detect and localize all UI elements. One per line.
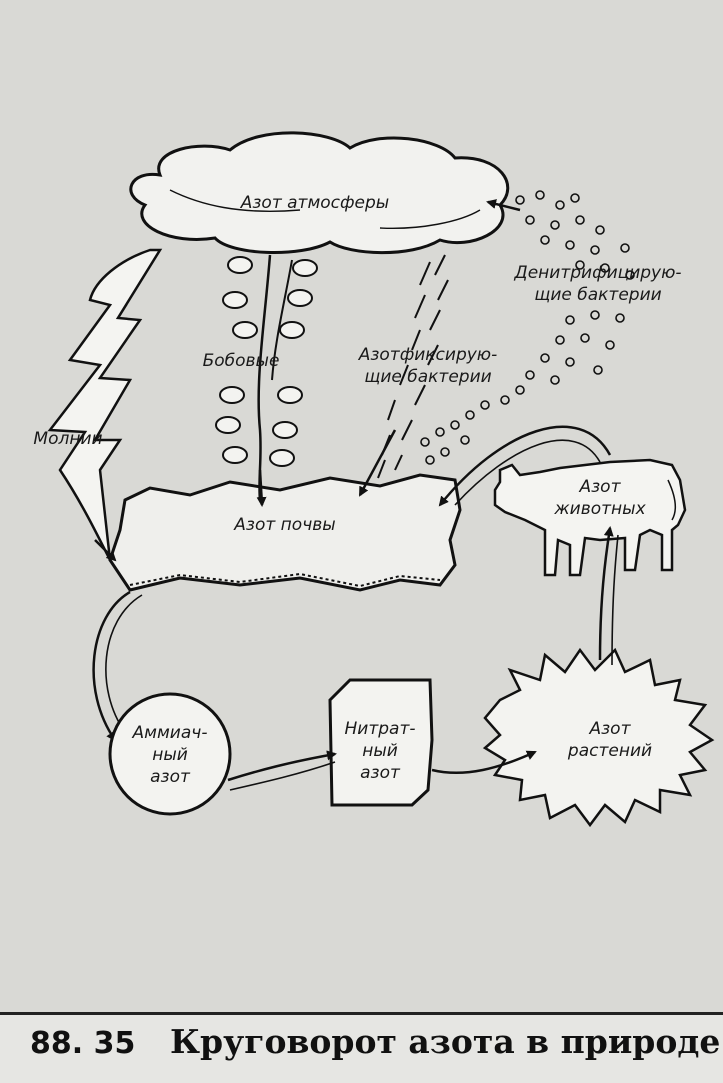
plants-label: Азот растений: [567, 719, 653, 761]
caption-bar: [0, 1012, 723, 1083]
legume-plant: [215, 254, 318, 501]
atmosphere-label: Азот атмосферы: [240, 193, 390, 213]
cow-detail: [667, 479, 676, 521]
lightning-label: Молнии: [33, 429, 103, 449]
animals-to-soil-arrow: [438, 425, 612, 507]
animals-label: Азот животных: [554, 477, 646, 519]
cloud-shading: [169, 189, 301, 212]
ammonia-label: Аммиач- ный азот: [132, 723, 208, 787]
fixing-bacteria-label: Азотфиксирую- щие бактерии: [358, 345, 498, 387]
nitrate-node: [328, 678, 434, 807]
denitrifying-arrow: [486, 199, 521, 212]
nitrate-to-plants-arrow: [431, 750, 537, 775]
ammonia-node: [108, 692, 232, 816]
lightning-bolt: [47, 248, 163, 561]
lightning-arrow: [94, 539, 117, 562]
soil-block: [108, 473, 462, 592]
soil-to-ammonia-arrow-outline: [105, 594, 143, 733]
ammonia-to-nitrate-arrow: [227, 750, 337, 782]
cloud-shading-2: [379, 209, 481, 230]
denitrifying-bacteria-cluster: [420, 190, 635, 465]
ammonia-to-nitrate-arrow-outline: [229, 761, 336, 791]
soil-label: Азот почвы: [234, 515, 336, 535]
plants-to-animals-arrow-outline: [611, 534, 619, 666]
legumes-label: Бобовые: [202, 351, 280, 371]
denitrifying-bacteria-label: Денитрифицирую- щие бактерии: [514, 263, 682, 305]
legume-arrow: [256, 469, 267, 507]
animals-to-soil-arrow-outline: [454, 439, 601, 506]
plants-node: [482, 647, 715, 828]
nitrate-label: Нитрат- ный азот: [344, 719, 416, 783]
plants-to-animals-arrow: [598, 526, 614, 661]
soil-to-ammonia-arrow: [92, 590, 131, 742]
atmosphere-cloud: [129, 131, 510, 255]
cow-silhouette: [493, 458, 687, 577]
slide-code: 88. 35: [30, 1026, 136, 1061]
slide-title: Круговорот азота в природе: [170, 1022, 721, 1061]
fixing-arrow: [358, 429, 397, 497]
fixing-bacteria-cluster: [377, 254, 449, 479]
soil-texture: [129, 572, 441, 588]
